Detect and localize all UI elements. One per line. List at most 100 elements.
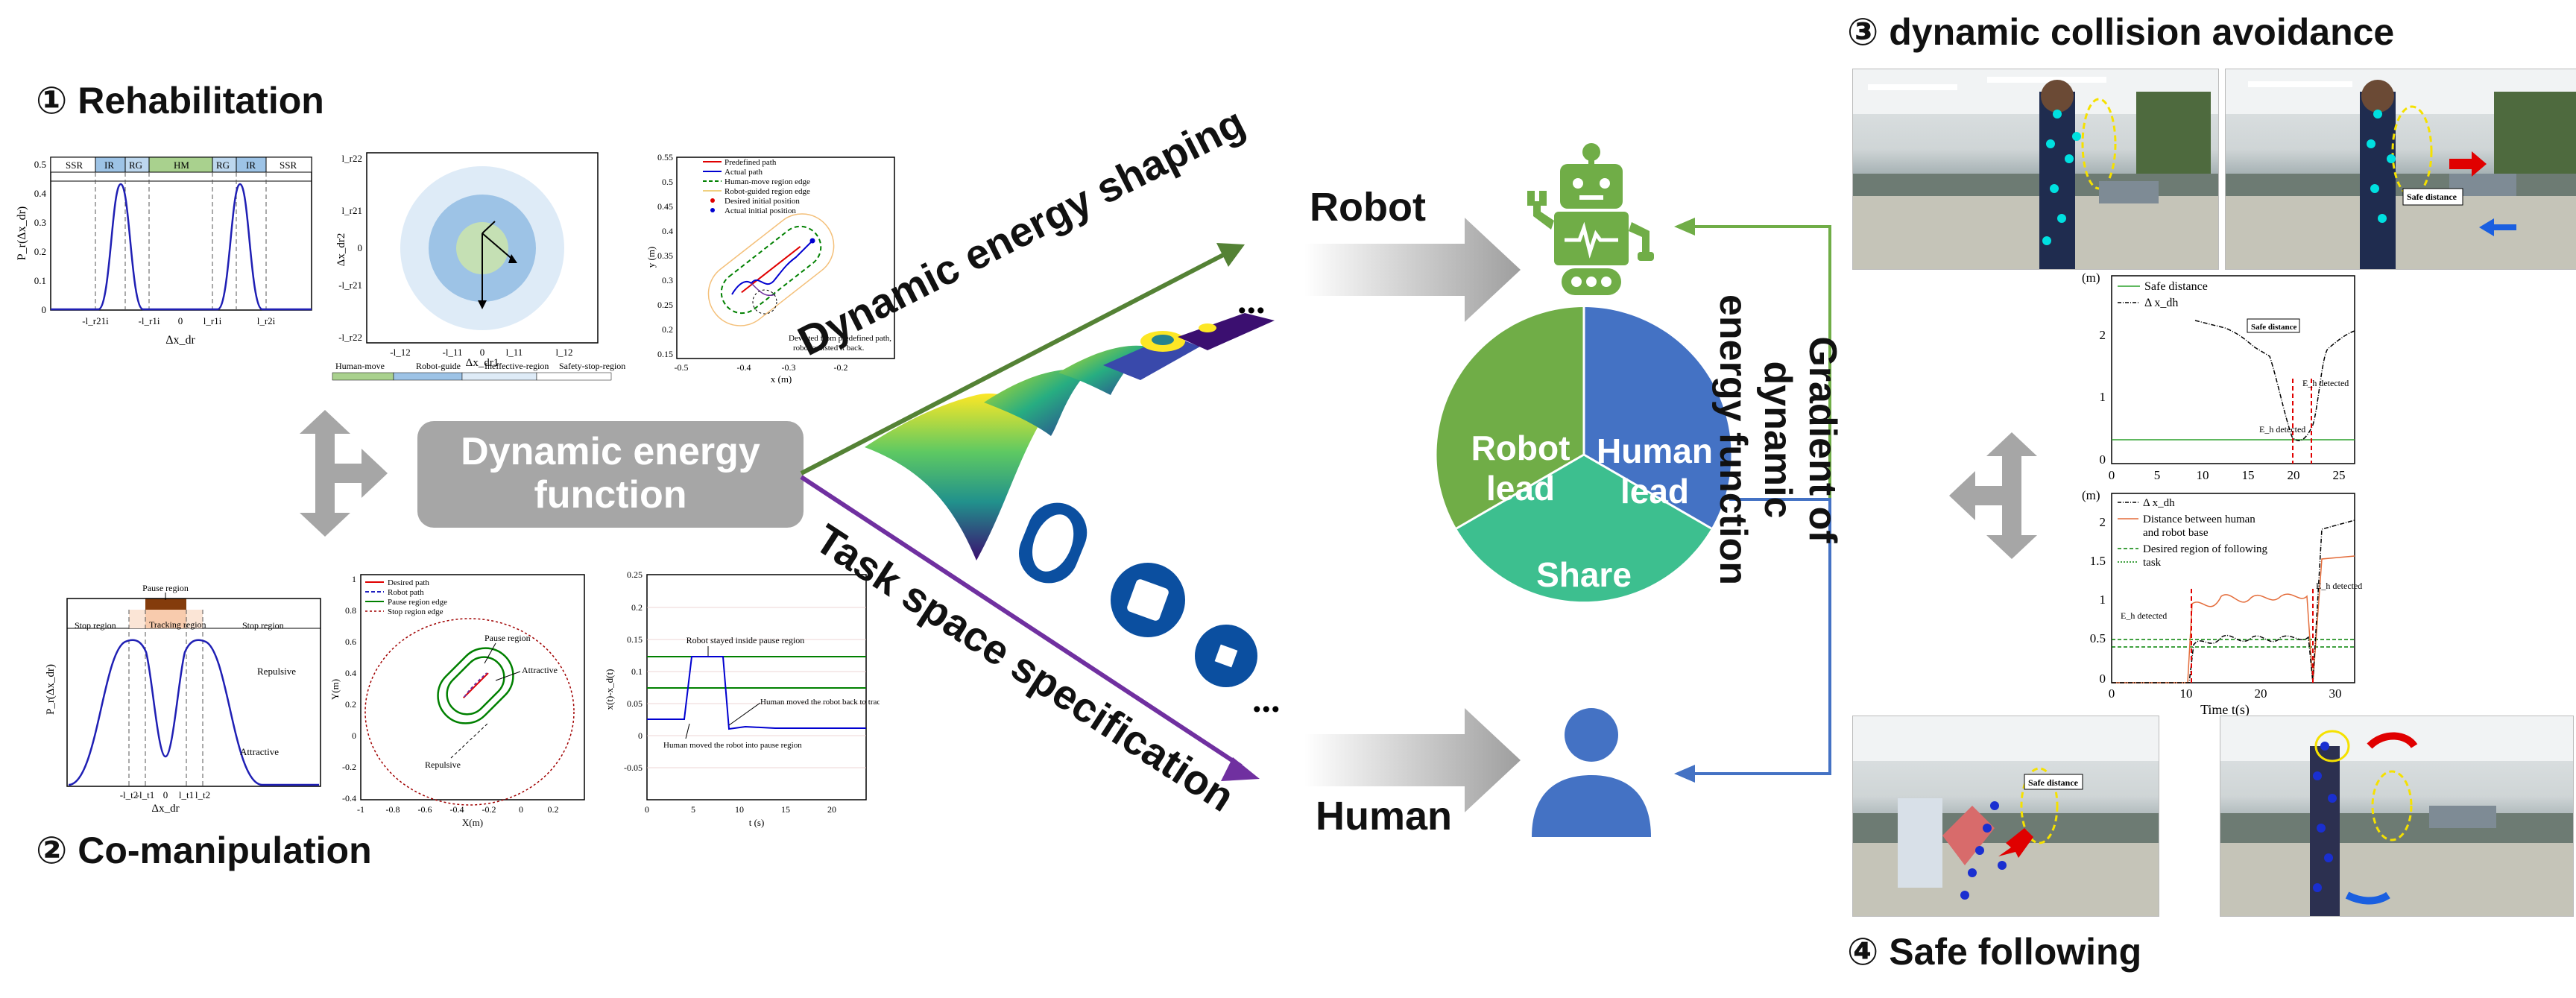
x-tick: -0.2 xyxy=(482,804,496,815)
annotation: E_h detected xyxy=(2316,581,2362,591)
region-label: SSR xyxy=(280,160,297,171)
x-axis-label: x (m) xyxy=(771,373,792,384)
following-title: ④ Safe following xyxy=(1847,931,2142,973)
annotation: E_h detected xyxy=(2259,424,2305,435)
y-tick: 0.25 xyxy=(627,570,643,580)
label: Repulsive xyxy=(257,666,296,677)
legend-item: Robot path xyxy=(388,588,424,597)
comanip-chart: Pause region Stop region Tracking region… xyxy=(45,583,321,815)
y-axis-label: P_r(Δx_dr) xyxy=(45,664,57,715)
x-tick: -0.4 xyxy=(737,362,751,373)
energy-surface-illustration: ... xyxy=(865,283,1275,560)
y-axis-label: Y(m) xyxy=(329,679,341,700)
x-tick: 0 xyxy=(480,347,485,358)
gradient-label: Gradient of dynamic energy function xyxy=(1711,265,1845,615)
legend-item: task xyxy=(2143,557,2162,569)
legend-item: Stop region edge xyxy=(388,607,443,616)
x-tick: l_12 xyxy=(555,347,572,358)
x-tick: 0 xyxy=(178,315,183,326)
label: Stop region xyxy=(75,620,116,631)
x-tick: 20 xyxy=(827,804,836,815)
y-tick: 0 xyxy=(352,730,356,741)
robot-lead-label: Robot lead xyxy=(1461,428,1580,508)
ellipsis: ... xyxy=(1237,283,1266,321)
lab-scene xyxy=(2220,716,2573,916)
legend-item: Actual path xyxy=(724,168,763,177)
annotation: Deviated from predefined path, xyxy=(789,334,891,343)
legend-item: Pause region edge xyxy=(388,598,447,607)
x-tick: -0.8 xyxy=(386,804,400,815)
x-tick: 30 xyxy=(2329,686,2342,701)
x-axis-label: Δx_dr xyxy=(151,803,179,815)
safe-distance-label: Safe distance xyxy=(2407,192,2457,202)
label: Tracking region xyxy=(149,619,206,630)
feedback-lines xyxy=(1674,218,1831,783)
x-tick: -0.3 xyxy=(782,362,796,373)
legend-item: Safety-stop-region xyxy=(559,361,625,371)
x-tick: -0.2 xyxy=(834,362,848,373)
y-tick: 0.05 xyxy=(627,698,643,709)
human-gray-arrow xyxy=(1304,708,1521,812)
y-axis-label: P_r(Δx_dr) xyxy=(16,206,28,261)
human-lead-label: Human lead xyxy=(1591,431,1718,511)
collision-photo-left xyxy=(1852,69,2219,270)
legend-item: Distance between human xyxy=(2143,514,2255,525)
legend-item: Ineffective-region xyxy=(484,361,549,371)
region-label: IR xyxy=(246,160,256,171)
x-tick: 15 xyxy=(2242,468,2255,482)
x-axis-label: X(m) xyxy=(462,817,483,828)
robot-gray-arrow xyxy=(1304,218,1521,322)
y-tick: l_r21 xyxy=(342,205,362,216)
box-label: Safe distance xyxy=(2251,323,2297,332)
region-label: RG xyxy=(216,160,230,171)
x-tick: 25 xyxy=(2333,468,2346,482)
y-tick: 0.1 xyxy=(631,666,643,677)
y-tick: 0.5 xyxy=(662,177,673,187)
y-tick: 0.55 xyxy=(657,152,673,162)
collision-title: ③ dynamic collision avoidance xyxy=(1847,11,2395,53)
x-tick: -0.6 xyxy=(418,804,432,815)
y-tick: 0.8 xyxy=(345,605,356,616)
x-tick: -l_11 xyxy=(443,347,463,358)
lab-scene: Safe distance xyxy=(2226,69,2576,269)
legend-item: Desired region of following xyxy=(2143,543,2268,555)
annotation: robot assisted it back. xyxy=(793,344,865,353)
x-axis-label: Time t(s) xyxy=(2200,702,2250,718)
x-axis-label: t (s) xyxy=(749,817,765,828)
y-tick: 0 xyxy=(2100,672,2106,686)
region-circle-chart: l_r22 l_r21 0 -l_r21 -l_r22 -l_12 -l_11 … xyxy=(332,152,625,381)
gradient-line1: Gradient of dynamic xyxy=(1756,336,1844,543)
annotation: Robot stayed inside pause region xyxy=(686,635,805,645)
pie-text: lead xyxy=(1486,469,1556,508)
y-tick: 0.4 xyxy=(662,226,673,236)
x-tick: 0 xyxy=(519,804,523,815)
x-axis-label: Δx_dr1 xyxy=(466,357,499,369)
x-tick: -1 xyxy=(357,804,364,815)
following-photo-right xyxy=(2220,716,2574,917)
y-tick: 1.5 xyxy=(2090,554,2106,568)
x-tick: l_r2i xyxy=(257,315,276,326)
following-distance-chart: (m) Δ x_dh Distance between human and ro… xyxy=(2082,488,2362,718)
y-tick: 0.6 xyxy=(345,637,356,647)
x-tick: -l_r21i xyxy=(82,315,109,326)
x-tick: 20 xyxy=(2288,468,2300,482)
y-tick: 0.35 xyxy=(657,250,673,261)
x-tick: 0.2 xyxy=(548,804,559,815)
x-tick: l_t2 xyxy=(195,789,210,800)
legend-item: Predefined path xyxy=(724,158,777,167)
x-tick: l_t1 xyxy=(179,789,194,800)
left-cross-arrow-icon xyxy=(300,410,388,537)
x-tick: 0 xyxy=(163,789,168,800)
region-label: SSR xyxy=(66,160,83,171)
dynamic-energy-function-box: Dynamic energy function xyxy=(417,421,804,528)
y-tick: 0.45 xyxy=(657,201,673,212)
x-tick: -l_r1i xyxy=(139,315,160,326)
y-tick: -0.4 xyxy=(342,793,356,803)
annotation: Human moved the robot back to track the … xyxy=(760,698,880,707)
pie-text: Share xyxy=(1536,555,1632,594)
unit-label: (m) xyxy=(2082,271,2100,285)
y-tick: 0.5 xyxy=(2090,631,2106,645)
label: Attractive xyxy=(240,746,279,757)
legend-item: and robot base xyxy=(2143,527,2209,539)
label: Attractive xyxy=(522,665,558,675)
